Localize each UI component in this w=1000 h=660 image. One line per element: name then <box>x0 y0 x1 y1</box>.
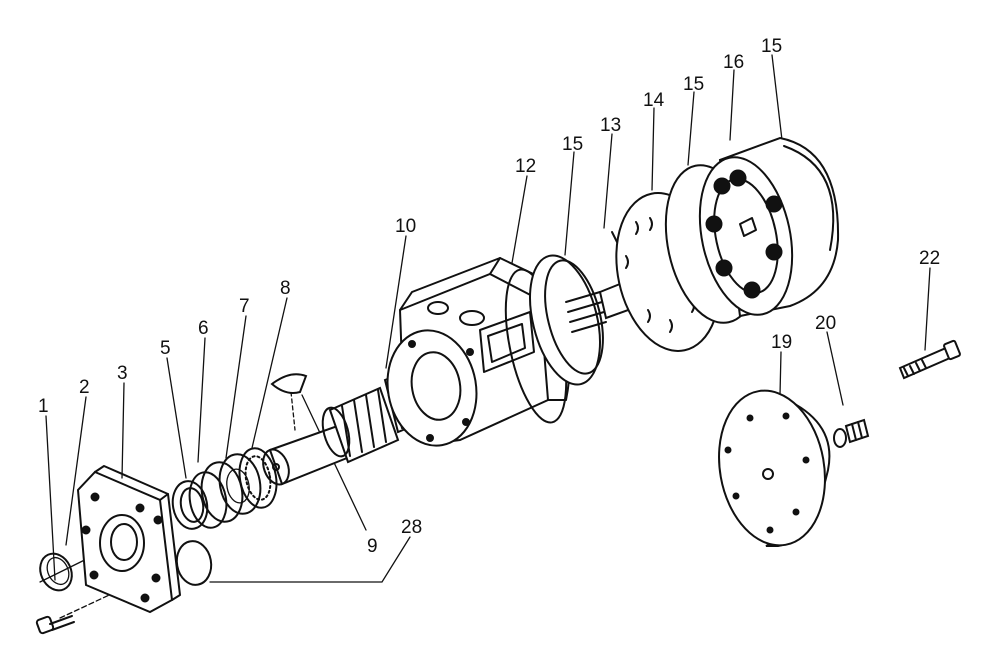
label-part-16: 16 <box>723 52 744 73</box>
label-part-28: 28 <box>401 517 422 538</box>
part-bolt-long <box>898 339 961 380</box>
label-part-2: 2 <box>79 377 90 398</box>
part-key <box>270 373 308 394</box>
label-part-3: 3 <box>117 363 128 384</box>
label-part-10: 10 <box>395 216 416 237</box>
label-part-15-a: 15 <box>562 134 583 155</box>
part-bolt-small <box>35 615 75 635</box>
label-part-7: 7 <box>239 296 250 317</box>
part-shaft-seal <box>171 480 209 530</box>
part-mounting-flange <box>76 465 181 614</box>
label-part-8: 8 <box>280 278 291 299</box>
part-washer <box>188 471 228 529</box>
label-part-22: 22 <box>919 248 940 269</box>
part-number-labels: 1 2 3 5 6 7 8 9 10 12 15 13 14 15 16 15 … <box>38 36 940 557</box>
part-plug-fitting <box>833 418 870 448</box>
label-part-12: 12 <box>515 156 536 177</box>
label-part-15-c: 15 <box>761 36 782 57</box>
label-part-19: 19 <box>771 332 792 353</box>
label-part-14: 14 <box>643 90 665 111</box>
part-housing <box>386 257 571 447</box>
part-gerotor <box>698 136 840 318</box>
label-part-6: 6 <box>198 318 209 339</box>
label-part-15-b: 15 <box>683 74 704 95</box>
part-thrust-bearing <box>238 447 278 509</box>
part-end-plate <box>718 389 831 547</box>
part-wear-plate <box>529 254 607 386</box>
part-retaining-ring <box>39 552 73 592</box>
label-part-5: 5 <box>160 338 171 359</box>
label-part-20: 20 <box>815 313 836 334</box>
label-part-9: 9 <box>367 536 378 557</box>
part-oring <box>175 540 213 586</box>
label-part-1: 1 <box>38 396 49 417</box>
label-part-13: 13 <box>600 115 621 136</box>
leader-lines <box>39 54 931 619</box>
